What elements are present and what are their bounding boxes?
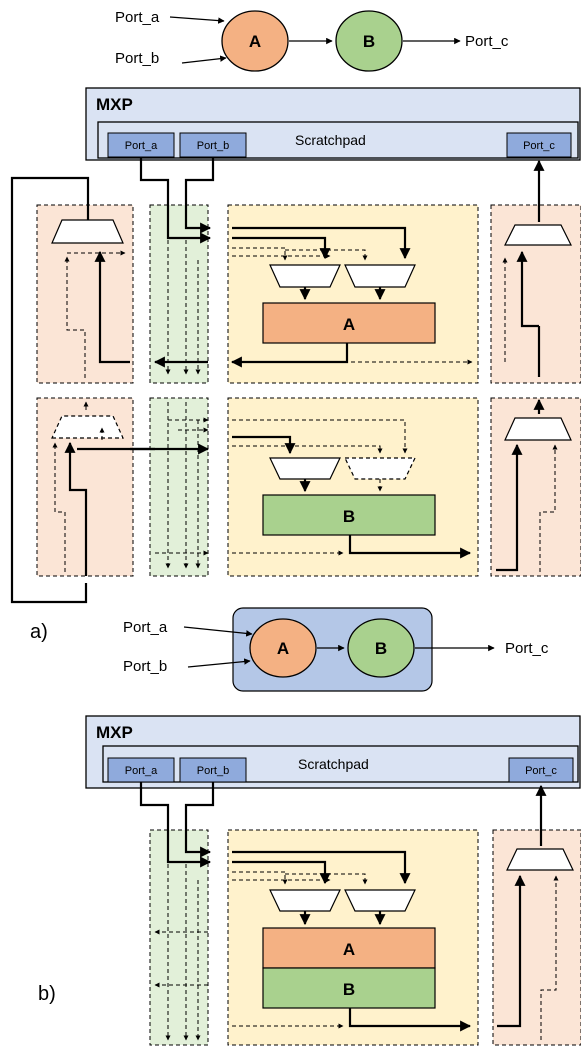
port-b-box-a xyxy=(179,132,247,158)
port-b-label-b: Port_b xyxy=(197,765,229,777)
compute-block-b-label-panel-a: B xyxy=(343,507,355,526)
compute-block-a-label-panel-a: A xyxy=(343,315,355,334)
top-graph-input-port-b: Port_b xyxy=(115,50,159,67)
scratchpad-label-a: Scratchpad xyxy=(295,132,366,148)
mux-left-row2 xyxy=(51,415,124,439)
bottom-graph-node-b xyxy=(347,618,415,678)
mux-b-left xyxy=(269,457,341,480)
port-a-box-a xyxy=(107,132,175,158)
bottom-dataflow-graph: Port_a Port_b A B Port_c xyxy=(123,607,549,692)
compute-block-b-label-panel-b: B xyxy=(343,980,355,999)
top-dataflow-graph: Port_a Port_b A B Port_c xyxy=(115,9,509,72)
top-graph-input-port-a: Port_a xyxy=(115,9,160,26)
top-graph-output-port-c: Port_c xyxy=(465,33,509,50)
mux-right-row2 xyxy=(504,417,572,441)
mxp-bar-b: MXP Scratchpad Port_a Port_b Port_c xyxy=(85,715,581,789)
panel-b-solid-wires xyxy=(139,782,547,1032)
port-a-box-b xyxy=(107,757,175,783)
top-graph-node-a xyxy=(221,10,289,72)
bottom-graph-node-a-label: A xyxy=(277,639,289,658)
port-a-label-a: Port_a xyxy=(125,140,158,152)
top-graph-node-b-label: B xyxy=(363,32,375,51)
compute-block-a-panel-b xyxy=(262,927,436,969)
bottom-graph-node-a xyxy=(249,618,317,678)
panel-b-muxes xyxy=(269,848,574,912)
mux-left-row1 xyxy=(51,219,124,244)
panel-a-muxes xyxy=(51,219,572,480)
panel-b-label: b) xyxy=(38,983,56,1005)
scratchpad-a xyxy=(97,121,579,159)
bottom-graph-input-port-a: Port_a xyxy=(123,619,168,636)
bottom-graph-input-port-b: Port_b xyxy=(123,658,167,675)
mux-a-right xyxy=(344,264,416,288)
compute-block-a-label-panel-b: A xyxy=(343,940,355,959)
panel-a-label: a) xyxy=(30,621,48,643)
mxp-bar-a: MXP Scratchpad Port_a Port_b Port_c xyxy=(85,87,581,161)
scratchpad-label-b: Scratchpad xyxy=(298,756,369,772)
top-graph-node-b xyxy=(335,10,403,72)
mux-a-left xyxy=(269,264,341,288)
panel-a-dashed-wires xyxy=(52,240,558,572)
compute-block-b-panel-a xyxy=(262,494,436,536)
port-c-label-a: Port_c xyxy=(523,140,555,152)
compute-block-a-panel-a xyxy=(262,302,436,344)
mxp-title-b: MXP xyxy=(96,723,133,742)
bottom-graph-node-b-label: B xyxy=(375,639,387,658)
mux-right-row1 xyxy=(504,224,572,246)
port-c-box-a xyxy=(506,132,572,158)
port-b-label-a: Port_b xyxy=(197,140,229,152)
port-c-box-b xyxy=(508,757,574,783)
mux-b-right xyxy=(344,457,416,480)
panel-b-dashed-wires xyxy=(154,864,559,1041)
port-c-label-b: Port_c xyxy=(525,765,557,777)
mux-fused-left xyxy=(269,889,341,912)
mux-right-fused xyxy=(506,848,574,871)
bottom-graph-output-port-c: Port_c xyxy=(505,640,549,657)
mxp-title-a: MXP xyxy=(96,95,133,114)
mux-fused-right xyxy=(344,889,416,912)
port-a-label-b: Port_a xyxy=(125,765,158,777)
top-graph-node-a-label: A xyxy=(249,32,261,51)
